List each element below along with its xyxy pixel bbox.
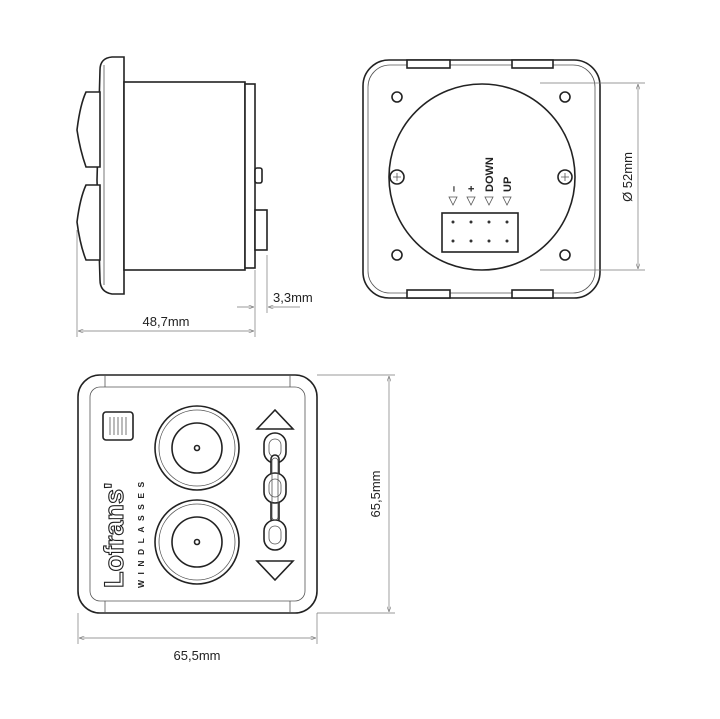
mount-hole bbox=[559, 91, 571, 103]
terminal-label-plus: + bbox=[466, 186, 478, 192]
up-button[interactable] bbox=[154, 405, 240, 491]
side-rear-plate bbox=[244, 83, 256, 269]
side-bump bbox=[254, 167, 263, 184]
rear-view: – + DOWN UP Ø 52mm bbox=[362, 59, 645, 299]
side-bezel bbox=[96, 56, 125, 295]
down-button[interactable] bbox=[154, 499, 240, 585]
terminal-labels: – + DOWN UP bbox=[448, 157, 514, 206]
mount-hole bbox=[391, 249, 403, 261]
width-dimension-label: 65,5mm bbox=[174, 648, 221, 663]
logo: Lofrans' WINDLASSES bbox=[98, 411, 146, 589]
front-frame bbox=[77, 374, 318, 614]
rear-housing-circle bbox=[388, 83, 576, 271]
side-view: 48,7mm 3,3mm bbox=[76, 56, 313, 337]
depth-dimension-label: 48,7mm bbox=[143, 314, 190, 329]
terminal-label-down: DOWN bbox=[484, 157, 496, 192]
side-connector bbox=[254, 209, 268, 251]
terminal-label-up: UP bbox=[502, 177, 514, 192]
connector-dimension-label: 3,3mm bbox=[273, 290, 313, 305]
terminal-connector bbox=[441, 212, 519, 253]
terminal-label-minus: – bbox=[448, 186, 460, 192]
brand-sub-text: WINDLASSES bbox=[136, 476, 146, 588]
chain-icon bbox=[263, 432, 287, 551]
height-dimension-label: 65,5mm bbox=[368, 471, 383, 518]
down-arrow-icon bbox=[255, 560, 295, 582]
diameter-dimension-label: Ø 52mm bbox=[620, 152, 635, 202]
mount-hole bbox=[559, 249, 571, 261]
mount-hole bbox=[391, 91, 403, 103]
up-arrow-icon bbox=[255, 408, 295, 430]
side-button-bottom bbox=[76, 184, 101, 261]
side-button-top bbox=[76, 91, 101, 168]
side-body bbox=[123, 81, 246, 271]
front-view: Lofrans' WINDLASSES bbox=[77, 374, 395, 663]
brand-logo-text: Lofrans' bbox=[99, 483, 129, 588]
